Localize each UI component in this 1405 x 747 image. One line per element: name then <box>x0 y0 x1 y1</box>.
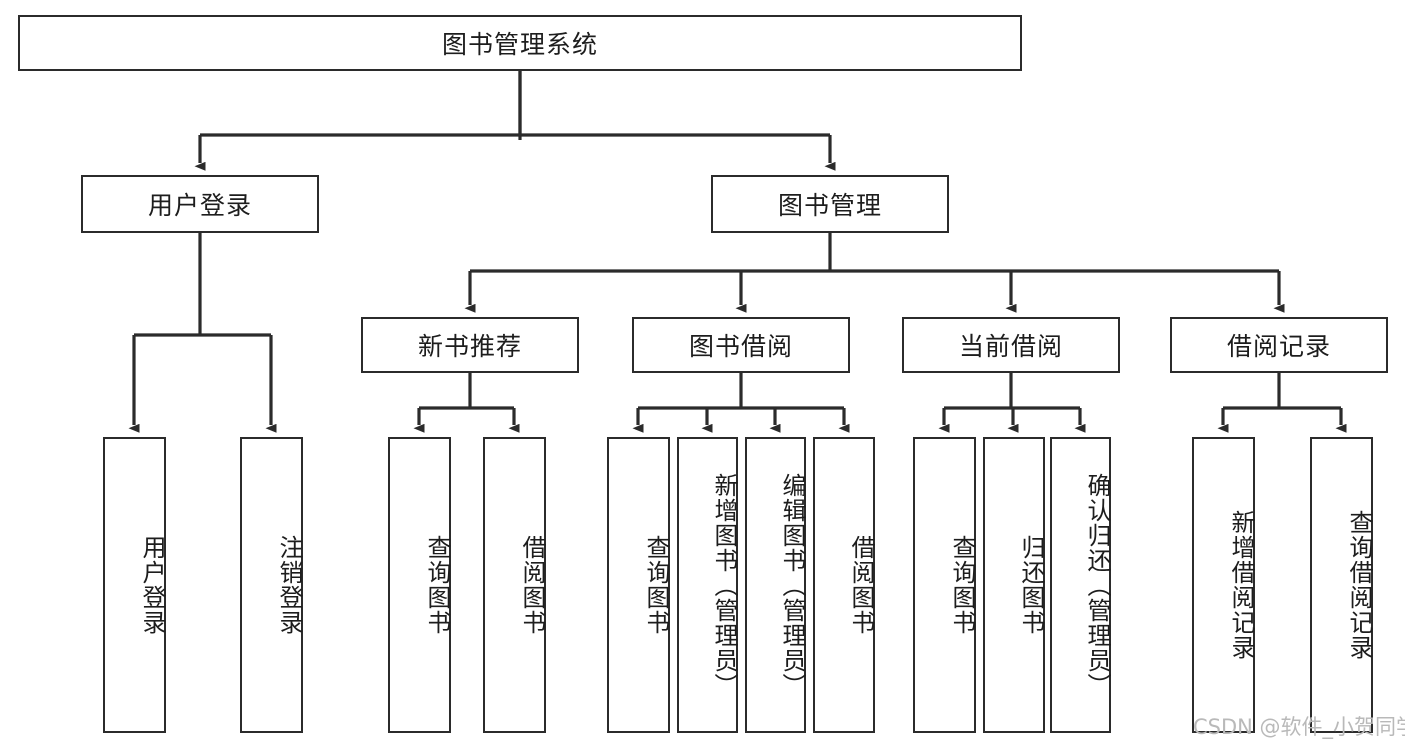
node-leaf-recommend-borrow-book[interactable]: 借阅图书 <box>483 437 546 733</box>
node-leaf-recommend-query-book[interactable]: 查询图书 <box>388 437 451 733</box>
node-leaf-user-login[interactable]: 用户登录 <box>103 437 166 733</box>
node-leaf-borrow-do-borrow[interactable]: 借阅图书 <box>813 437 875 733</box>
node-current-borrow-label: 当前借阅 <box>958 332 1063 361</box>
node-borrow-record[interactable]: 借阅记录 <box>1170 317 1388 373</box>
node-new-book-recommend-label: 新书推荐 <box>417 332 522 361</box>
node-book-borrow[interactable]: 图书借阅 <box>632 317 850 373</box>
node-leaf-borrow-add-book[interactable]: 新增图书（管理员） <box>677 437 738 733</box>
node-leaf-borrow-query-book[interactable]: 查询图书 <box>607 437 670 733</box>
node-leaf-logout-label: 注销登录 <box>275 535 303 635</box>
node-current-borrow[interactable]: 当前借阅 <box>902 317 1120 373</box>
node-leaf-current-confirm-return[interactable]: 确认归还（管理员） <box>1050 437 1111 733</box>
node-leaf-borrow-edit-book-label: 编辑图书（管理员） <box>778 472 806 698</box>
node-root-label: 图书管理系统 <box>441 30 598 59</box>
node-leaf-recommend-query-book-label: 查询图书 <box>423 535 451 635</box>
node-book-borrow-label: 图书借阅 <box>688 332 793 361</box>
node-leaf-current-return-book[interactable]: 归还图书 <box>983 437 1045 733</box>
node-leaf-borrow-do-borrow-label: 借阅图书 <box>847 535 875 635</box>
node-leaf-current-query-book-label: 查询图书 <box>948 535 976 635</box>
node-leaf-recommend-borrow-book-label: 借阅图书 <box>518 535 546 635</box>
node-leaf-logout[interactable]: 注销登录 <box>240 437 303 733</box>
node-leaf-borrow-add-book-label: 新增图书（管理员） <box>710 472 738 698</box>
node-new-book-recommend[interactable]: 新书推荐 <box>361 317 579 373</box>
watermark: CSDN @软件_小贺同学 <box>1193 715 1405 739</box>
node-leaf-record-add-label: 新增借阅记录 <box>1227 510 1255 660</box>
node-root[interactable]: 图书管理系统 <box>18 15 1022 71</box>
node-leaf-current-confirm-return-label: 确认归还（管理员） <box>1083 472 1111 698</box>
node-book-management[interactable]: 图书管理 <box>711 175 949 233</box>
node-leaf-user-login-label: 用户登录 <box>138 535 166 635</box>
node-leaf-borrow-edit-book[interactable]: 编辑图书（管理员） <box>745 437 806 733</box>
node-leaf-borrow-query-book-label: 查询图书 <box>642 535 670 635</box>
node-book-management-label: 图书管理 <box>777 191 882 220</box>
node-leaf-record-query-label: 查询借阅记录 <box>1345 510 1373 660</box>
node-user-login-label: 用户登录 <box>147 191 252 220</box>
node-borrow-record-label: 借阅记录 <box>1226 332 1331 361</box>
node-leaf-record-add[interactable]: 新增借阅记录 <box>1192 437 1255 733</box>
node-leaf-record-query[interactable]: 查询借阅记录 <box>1310 437 1373 733</box>
node-user-login[interactable]: 用户登录 <box>81 175 319 233</box>
node-leaf-current-query-book[interactable]: 查询图书 <box>913 437 976 733</box>
node-leaf-current-return-book-label: 归还图书 <box>1017 535 1045 635</box>
